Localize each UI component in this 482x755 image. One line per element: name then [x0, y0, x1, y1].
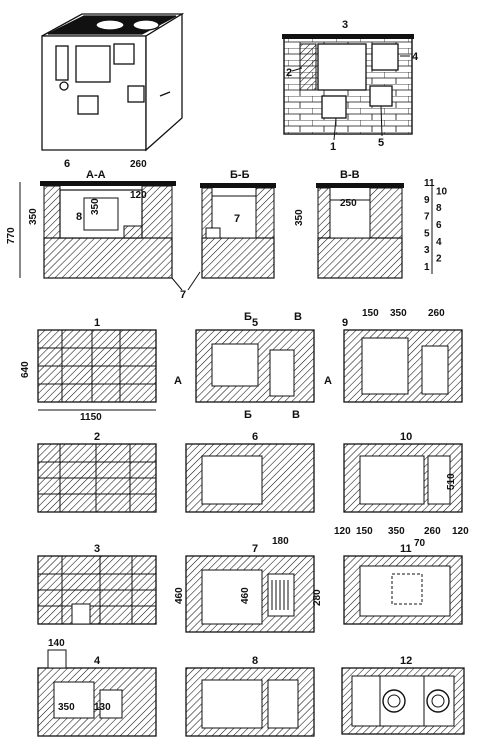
- section-aa-label: А-А: [86, 169, 106, 181]
- row-scale-7: 7: [424, 212, 430, 223]
- plan-label-11: 11: [400, 543, 412, 555]
- callout-5: 5: [378, 137, 384, 149]
- dim-640: 640: [20, 361, 31, 378]
- dim-260-aa: 260: [130, 159, 147, 170]
- dim-350-4: 350: [58, 702, 75, 713]
- plan-label-8: 8: [252, 655, 258, 667]
- cut-v-bottom: В: [292, 409, 300, 421]
- dim-510: 510: [446, 473, 457, 490]
- plan-3: [37, 555, 157, 625]
- section-bb-view: [200, 183, 276, 279]
- plan-label-5: 5: [252, 317, 258, 329]
- plan-label-6: 6: [252, 431, 258, 443]
- section-bb-label: Б-Б: [230, 169, 250, 181]
- cut-b-top: Б: [244, 311, 252, 323]
- row-scale-6: 6: [436, 220, 442, 231]
- plan-label-2: 2: [94, 431, 100, 443]
- plan-label-3: 3: [94, 543, 100, 555]
- cut-b-bottom: Б: [244, 409, 252, 421]
- cut-a-left: А: [174, 375, 182, 387]
- plan-5: [195, 329, 315, 403]
- plan-9: [343, 329, 463, 403]
- dim-260-10: 260: [424, 526, 441, 537]
- cut-v-top: В: [294, 311, 302, 323]
- row-scale-11: 11: [424, 178, 435, 189]
- cut-a-right: А: [324, 375, 332, 387]
- callout-2: 2: [286, 67, 292, 79]
- stove-perspective-view: [41, 12, 185, 152]
- row-scale-3: 3: [424, 245, 430, 256]
- dim-130: 130: [94, 702, 111, 713]
- dim-150-9: 150: [362, 308, 379, 319]
- row-scale-2: 2: [436, 254, 442, 265]
- plan-10: [343, 443, 463, 513]
- row-scale-1: 1: [424, 262, 430, 273]
- row-scale-5: 5: [424, 228, 430, 239]
- dim-120-aa: 120: [130, 190, 147, 201]
- dim-460-b: 460: [240, 587, 251, 604]
- dim-150-10: 150: [356, 526, 373, 537]
- plan-6: [185, 443, 315, 513]
- dim-180: 180: [272, 536, 289, 547]
- plan-label-12: 12: [400, 655, 412, 667]
- row-scale-9: 9: [424, 195, 430, 206]
- row-scale-4: 4: [436, 237, 442, 248]
- dim-260-9: 260: [428, 308, 445, 319]
- dim-770: 770: [6, 227, 17, 244]
- callout-6: 6: [64, 158, 70, 170]
- callout-1: 1: [330, 141, 336, 153]
- plan-2: [37, 443, 157, 513]
- plan-4: [37, 649, 157, 737]
- dim-120-a: 120: [334, 526, 351, 537]
- callout-3: 3: [342, 19, 348, 31]
- front-elevation-view: [282, 34, 414, 141]
- plan-label-9: 9: [342, 317, 348, 329]
- callout-7: 7: [180, 289, 186, 301]
- dim-1150: 1150: [80, 412, 102, 423]
- plan-12-top-view: [341, 667, 465, 735]
- plan-label-10: 10: [400, 431, 412, 443]
- dim-280: 280: [312, 589, 323, 606]
- plan-7: [185, 555, 315, 633]
- plan-label-7: 7: [252, 543, 258, 555]
- callout-7-bb: 7: [234, 213, 240, 225]
- section-vv-view: [316, 183, 404, 279]
- dim-250-vv: 250: [340, 198, 357, 209]
- dim-120-b: 120: [452, 526, 469, 537]
- callout-4: 4: [412, 51, 419, 63]
- plan-label-4: 4: [94, 655, 101, 667]
- plan-8: [185, 667, 315, 737]
- row-scale-8: 8: [436, 203, 442, 214]
- dim-140: 140: [48, 638, 65, 649]
- plan-label-1: 1: [94, 317, 100, 329]
- dim-70: 70: [414, 538, 426, 549]
- dim-350-10: 350: [388, 526, 405, 537]
- dim-350-aa: 350: [28, 208, 39, 225]
- dim-460-a: 460: [174, 587, 185, 604]
- dim-350-aa-inner: 350: [90, 198, 101, 215]
- row-scale-10: 10: [436, 186, 448, 197]
- plan-1: [37, 329, 157, 403]
- callout-8: 8: [76, 211, 82, 223]
- dim-350-vv: 350: [294, 209, 305, 226]
- dim-350-9: 350: [390, 308, 407, 319]
- section-vv-label: В-В: [340, 169, 360, 181]
- section-aa-view: [40, 181, 176, 279]
- plan-11: [343, 555, 463, 625]
